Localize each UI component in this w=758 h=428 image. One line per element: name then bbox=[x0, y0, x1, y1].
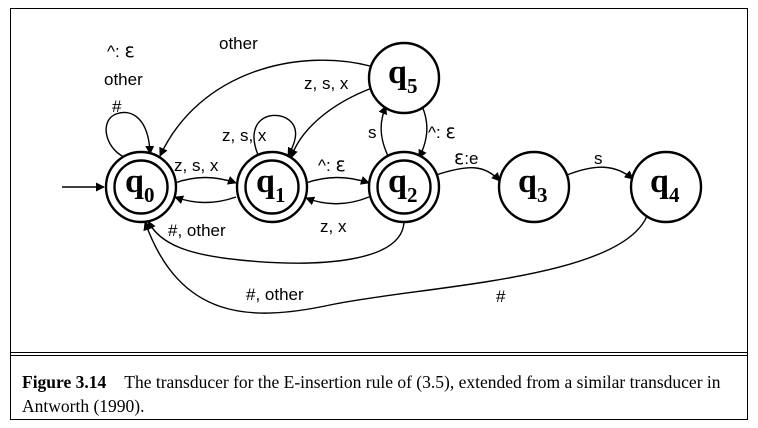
state-subscript-q4: 4 bbox=[669, 183, 680, 207]
edge-label-q0-q1: z, s, x bbox=[174, 156, 219, 175]
state-subscript-q1: 1 bbox=[275, 183, 286, 207]
edge-q4-q0 bbox=[143, 215, 648, 314]
edge-q3-q4 bbox=[566, 166, 634, 180]
state-circle-q5 bbox=[367, 41, 441, 115]
state-label-q2: q bbox=[388, 163, 407, 200]
caption-rule-bottom bbox=[10, 355, 748, 356]
edges-layer bbox=[62, 59, 648, 314]
state-circle-q1 bbox=[235, 150, 309, 224]
state-circle-q4 bbox=[629, 150, 703, 224]
accept-ring-q0 bbox=[113, 159, 169, 215]
edge-label-q1-q0: #, other bbox=[168, 221, 226, 240]
edge-label-q2-q0: #, other bbox=[246, 285, 304, 304]
state-subscript-q2: 2 bbox=[407, 183, 418, 207]
edge-q5-q2 bbox=[418, 105, 428, 159]
edge-q1-q2 bbox=[305, 176, 370, 185]
edge-label-q3-q4: s bbox=[594, 149, 603, 168]
edge-q5-q0 bbox=[159, 59, 371, 157]
edge-q2-q1 bbox=[305, 196, 370, 206]
edge-label-q5-q0: other bbox=[219, 34, 258, 53]
figure-number: Figure 3.14 bbox=[22, 372, 107, 392]
state-label-q0: q bbox=[125, 163, 144, 200]
edge-q2-q5 bbox=[378, 105, 390, 159]
edge-label-q4-q0: # bbox=[496, 287, 506, 306]
state-label-q4: q bbox=[650, 163, 669, 200]
edge-labels-layer: ^: ε other # z, s, x #, other z, s, x ^: ε z, x… bbox=[104, 34, 603, 306]
state-subscript-q5: 5 bbox=[407, 74, 418, 98]
edge-label-q1-q2: ^: ε bbox=[318, 154, 346, 176]
caption-rule-top bbox=[10, 352, 748, 353]
accept-ring-q2 bbox=[376, 159, 432, 215]
edge-label-q2-q3: ε:e bbox=[454, 147, 478, 169]
edge-label-q0-q0-0: ^: ε bbox=[107, 40, 135, 62]
edge-q0-q1 bbox=[174, 176, 237, 185]
edge-label-q0-q0-1: other bbox=[104, 70, 143, 89]
state-label-q5: q bbox=[388, 54, 407, 91]
state-subscript-q3: 3 bbox=[537, 183, 548, 207]
edge-label-q2-q5: s bbox=[368, 123, 377, 142]
edge-label-q0-q0-2: # bbox=[112, 97, 122, 116]
state-subscript-q0: 0 bbox=[144, 183, 155, 207]
edge-q1-q1 bbox=[253, 114, 297, 157]
edge-label-q2-q1: z, x bbox=[320, 217, 347, 236]
edge-q2-q0 bbox=[147, 220, 405, 264]
edge-q5-q1 bbox=[289, 87, 373, 159]
edge-q0-q0 bbox=[105, 111, 155, 158]
state-circle-q3 bbox=[497, 150, 571, 224]
state-label-q3: q bbox=[518, 163, 537, 200]
state-label-q1: q bbox=[256, 163, 275, 200]
caption-text: The transducer for the E-insertion rule … bbox=[22, 372, 721, 416]
edge-q2-q3 bbox=[435, 167, 501, 182]
figure-frame bbox=[10, 8, 748, 420]
edge-label-q5-q2: ^: ε bbox=[428, 121, 456, 143]
state-circle-q0 bbox=[104, 150, 178, 224]
edge-label-q1-q1: z, s, x bbox=[222, 126, 267, 145]
edge-label-q5-q1: z, s, x bbox=[304, 74, 349, 93]
edge-q1-q0 bbox=[174, 195, 237, 205]
accept-ring-q1 bbox=[244, 159, 300, 215]
state-circle-q2 bbox=[367, 150, 441, 224]
